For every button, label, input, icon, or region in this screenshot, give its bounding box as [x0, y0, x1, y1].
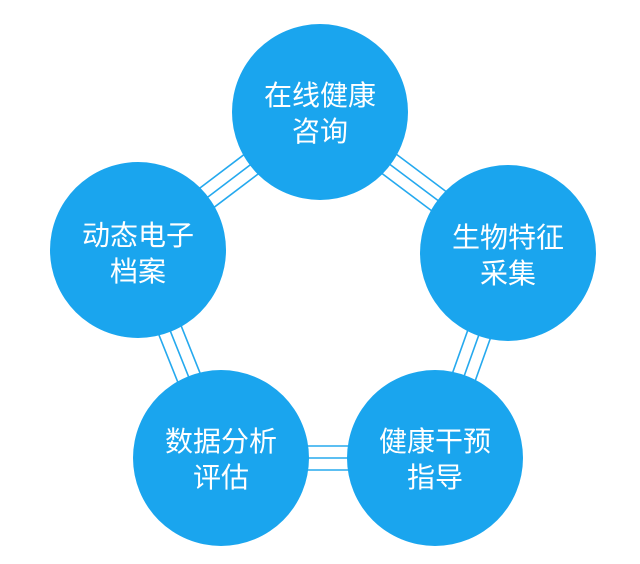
node-label-line-2: 评估 — [193, 461, 249, 494]
connector-biometric-intervention — [449, 324, 494, 387]
connector-line-3 — [449, 324, 471, 379]
connector-consultation-biometric — [376, 149, 452, 216]
connector-line-3 — [178, 319, 204, 380]
connector-line-2 — [201, 159, 257, 203]
connector-line-2 — [383, 159, 445, 206]
node-label-line-1: 动态电子 — [82, 219, 194, 252]
node-label-line-2: 采集 — [480, 257, 536, 290]
connector-line-1 — [390, 149, 452, 197]
connector-line-3 — [376, 168, 438, 216]
node-label-line-1: 在线健康 — [264, 79, 376, 112]
node-dynamic-records: 动态电子 档案 — [50, 162, 226, 338]
node-biometric-collection: 生物特征 采集 — [420, 165, 596, 341]
node-label-line-2: 档案 — [110, 255, 166, 288]
nodes: 在线健康 咨询 生物特征 采集 健康干预 指导 数据分析 评估 动态电子 档案 — [50, 24, 596, 546]
connector-line-1 — [194, 150, 250, 193]
node-label-line-2: 咨询 — [292, 115, 348, 148]
connector-line-1 — [472, 332, 494, 387]
connector-line-2 — [461, 328, 482, 383]
node-circle — [50, 162, 226, 338]
connector-line-3 — [208, 169, 264, 212]
connector-line-2 — [166, 324, 193, 384]
node-circle — [347, 370, 523, 546]
node-online-consultation: 在线健康 咨询 — [232, 24, 408, 200]
node-label-line-2: 指导 — [407, 461, 463, 494]
node-circle — [133, 370, 309, 546]
node-label-line-1: 生物特征 — [452, 221, 564, 254]
connectors — [155, 149, 494, 471]
node-label-line-1: 健康干预 — [379, 425, 491, 458]
node-label-line-1: 数据分析 — [165, 425, 277, 458]
connector-analysis-records — [155, 319, 204, 389]
node-circle — [232, 24, 408, 200]
connector-intervention-analysis — [301, 445, 355, 471]
node-health-intervention: 健康干预 指导 — [347, 370, 523, 546]
connector-line-1 — [155, 328, 181, 389]
node-data-analysis: 数据分析 评估 — [133, 370, 309, 546]
connector-records-consultation — [194, 150, 264, 212]
node-circle — [420, 165, 596, 341]
